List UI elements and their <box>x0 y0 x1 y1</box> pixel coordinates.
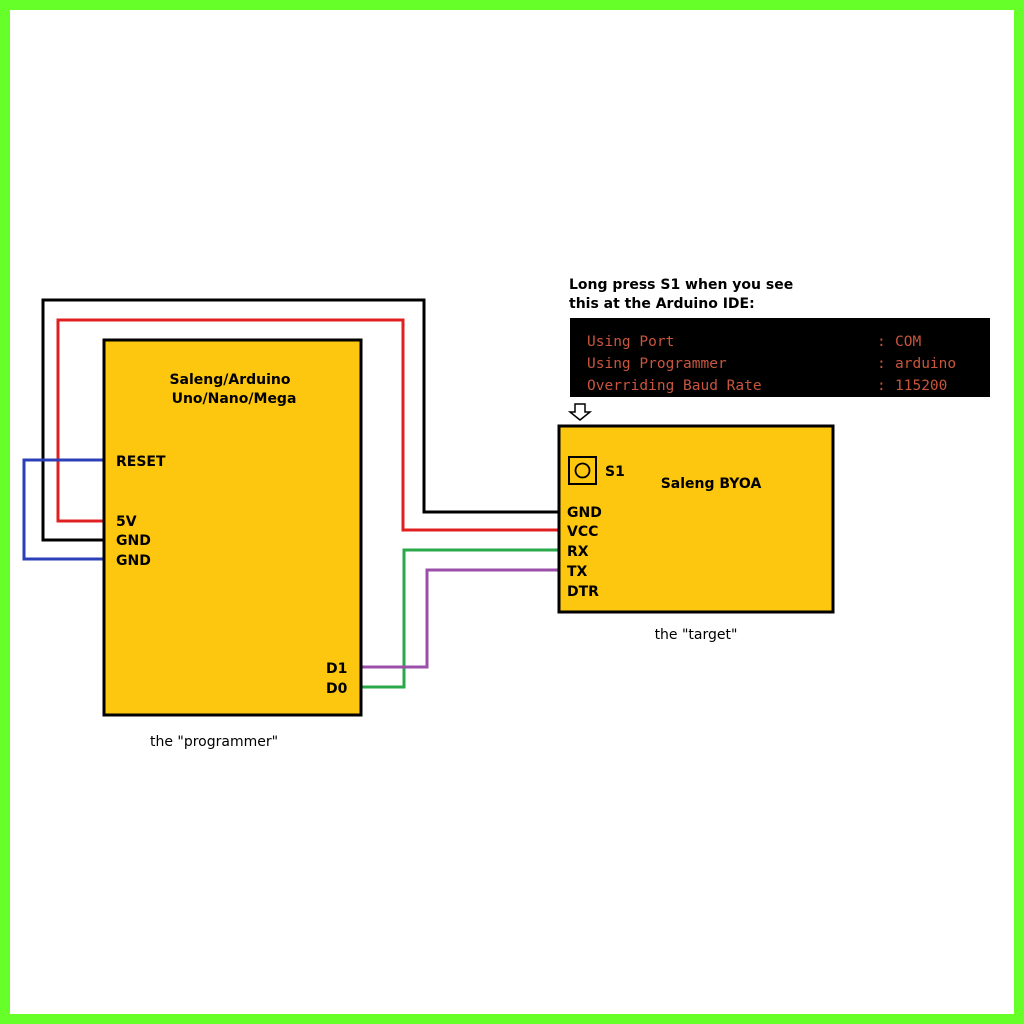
pin-label-5v: 5V <box>116 514 137 530</box>
terminal-row-3-sep: : <box>877 378 886 394</box>
pin-label-target-tx: TX <box>567 564 588 580</box>
pin-label-gnd-2: GND <box>116 553 151 569</box>
programmer-caption: the "programmer" <box>150 734 278 750</box>
wire-d0-rx-green <box>361 548 558 689</box>
terminal-row-3-key: Overriding Baud Rate <box>587 378 762 394</box>
programmer-board: Saleng/Arduino Uno/Nano/Mega RESET 5V GN… <box>102 338 363 717</box>
pin-label-target-dtr: DTR <box>567 584 599 600</box>
pin-label-gnd-1: GND <box>116 533 151 549</box>
pin-label-target-rx: RX <box>567 544 589 560</box>
pin-label-target-gnd: GND <box>567 505 602 521</box>
target-title: Saleng BYOA <box>661 476 762 492</box>
programmer-title-line2: Uno/Nano/Mega <box>172 391 297 407</box>
pin-label-reset: RESET <box>116 454 166 470</box>
terminal-row-3-value: 115200 <box>895 378 947 394</box>
instruction-line-2: this at the Arduino IDE: <box>569 296 755 312</box>
terminal-row-2-sep: : <box>877 356 886 372</box>
terminal-row-2-value: arduino <box>895 356 956 372</box>
terminal-background <box>570 318 990 397</box>
wire-5v-red <box>56 318 558 532</box>
wire-reset-blue <box>22 458 104 561</box>
target-board: S1 Saleng BYOA GND VCC RX TX DTR <box>557 424 835 614</box>
ide-terminal-output: Using Port : COM Using Programmer : ardu… <box>570 318 990 397</box>
programmer-board-body <box>102 338 363 717</box>
down-arrow-icon <box>567 403 593 421</box>
target-board-body <box>557 424 835 614</box>
target-caption: the "target" <box>655 627 738 643</box>
terminal-row-2-key: Using Programmer <box>587 356 727 372</box>
instruction-line-1: Long press S1 when you see <box>569 277 793 293</box>
switch-label-s1: S1 <box>605 464 625 480</box>
wire-d1-tx-purple <box>361 568 558 669</box>
push-button-icon <box>568 456 597 485</box>
programmer-title-line1: Saleng/Arduino <box>169 372 290 388</box>
terminal-row-1-key: Using Port <box>587 334 674 350</box>
wires <box>22 298 558 689</box>
wire-gnd-black <box>41 298 558 542</box>
terminal-row-1-sep: : <box>877 334 886 350</box>
terminal-row-1-value: COM <box>895 334 921 350</box>
pin-label-d1: D1 <box>326 661 347 677</box>
pin-label-d0: D0 <box>326 681 348 697</box>
pin-label-target-vcc: VCC <box>567 524 598 540</box>
